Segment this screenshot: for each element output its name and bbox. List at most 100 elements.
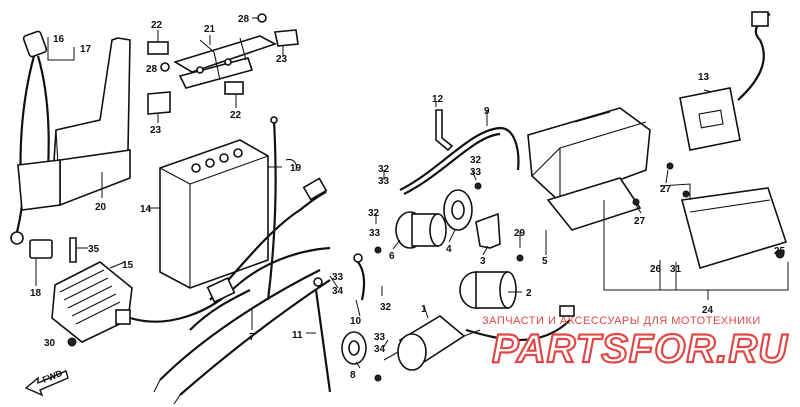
bolt — [160, 62, 170, 72]
pump-bracket — [475, 212, 501, 249]
callout-29: 29 — [514, 228, 526, 239]
callout-3: 3 — [480, 256, 486, 267]
pump-wire — [465, 319, 571, 341]
unit-connector — [751, 11, 769, 27]
callout-16: 16 — [53, 34, 65, 45]
leader-lines — [35, 17, 789, 369]
bolt — [257, 13, 267, 23]
callout-5: 5 — [542, 256, 548, 267]
bolt-head — [474, 182, 482, 190]
rubber-cushion — [274, 29, 299, 47]
callout-18: 18 — [30, 288, 42, 299]
callout-labels: 16 17 20 14 21 22 22 23 23 28 28 19 35 1… — [30, 14, 786, 381]
callout-22-top: 22 — [151, 20, 163, 31]
ignition-unit — [679, 87, 741, 151]
callout-35: 35 — [88, 244, 100, 255]
callout-25: 25 — [774, 246, 786, 257]
screw — [775, 249, 785, 259]
callout-7: 7 — [249, 332, 255, 343]
unit-wire — [737, 13, 771, 101]
bolt-head — [516, 254, 524, 262]
callout-33-e: 33 — [374, 332, 386, 343]
callout-11: 11 — [292, 330, 303, 341]
battery — [159, 139, 269, 289]
rubber-mount — [443, 189, 473, 231]
watermark-logo: PARTSFOR.RU — [492, 327, 788, 371]
fuel-tube — [399, 126, 520, 191]
callout-2: 2 — [526, 288, 532, 299]
battery-holder — [17, 37, 131, 211]
callout-33-c: 33 — [369, 228, 381, 239]
side-cover — [680, 187, 788, 270]
tube-clip — [285, 158, 297, 171]
battery-cable-assembly — [10, 30, 50, 245]
rubber-pad — [224, 81, 244, 95]
rubber-pad — [147, 41, 169, 55]
fwd-arrow-icon — [24, 370, 69, 397]
battery-box-cover — [527, 107, 651, 231]
callout-21: 21 — [204, 24, 216, 35]
callout-27-a: 27 — [660, 184, 672, 195]
regulator-rectifier — [51, 261, 133, 343]
callout-14: 14 — [140, 204, 152, 215]
callout-15: 15 — [122, 260, 134, 271]
hose-clip — [353, 253, 363, 263]
cover-bracket — [659, 183, 691, 200]
callout-28-left: 28 — [146, 64, 158, 75]
pump-connector — [559, 305, 575, 317]
fuel-tube-inner — [403, 132, 501, 195]
callout-33-d: 33 — [332, 272, 344, 283]
bolt-head — [67, 337, 77, 347]
callout-34-b: 34 — [374, 344, 386, 355]
callout-1: 1 — [421, 304, 427, 315]
watermark: ЗАПЧАСТИ И АКСЕССУАРЫ ДЛЯ МОТОТЕХНИКИ PA… — [482, 315, 788, 372]
screw — [666, 162, 674, 170]
callout-34-a: 34 — [332, 286, 344, 297]
callout-31: 31 — [670, 264, 682, 275]
callout-19: 19 — [290, 163, 302, 174]
fuel-strainer — [395, 211, 447, 249]
callout-8: 8 — [350, 370, 356, 381]
drain-hose — [357, 261, 366, 301]
callout-20: 20 — [95, 202, 107, 213]
callout-22-mid: 22 — [230, 110, 242, 121]
callout-10: 10 — [350, 316, 362, 327]
forward-direction-indicator: FWD — [24, 368, 69, 397]
callout-9: 9 — [484, 106, 490, 117]
callout-32-d: 32 — [380, 302, 392, 313]
tube-clip — [270, 116, 278, 124]
callout-24: 24 — [702, 305, 714, 316]
screw — [682, 190, 690, 198]
callout-27-b: 27 — [634, 216, 646, 227]
callout-4: 4 — [446, 244, 452, 255]
battery-band-bracket — [173, 35, 278, 89]
screw — [632, 198, 640, 206]
callout-12: 12 — [432, 94, 444, 105]
bolt — [69, 237, 77, 263]
callout-33-a: 33 — [378, 176, 390, 187]
callout-26: 26 — [650, 264, 662, 275]
callout-28-top: 28 — [238, 14, 250, 25]
callout-23-left: 23 — [150, 125, 162, 136]
callout-32-c: 32 — [368, 208, 380, 219]
fuel-pump — [383, 315, 481, 371]
callout-13: 13 — [698, 72, 710, 83]
tube-bracket — [435, 109, 454, 152]
callout-6: 6 — [389, 251, 395, 262]
callout-32-b: 32 — [470, 155, 482, 166]
callout-23-right: 23 — [276, 54, 288, 65]
watermark-caption: ЗАПЧАСТИ И АКСЕССУАРЫ ДЛЯ МОТОТЕХНИКИ — [482, 315, 761, 327]
callout-30: 30 — [44, 338, 56, 349]
relay-cushion — [29, 239, 53, 259]
callout-17: 17 — [80, 44, 92, 55]
overflow-hose — [314, 289, 332, 393]
rubber-cushion — [147, 91, 171, 115]
starter-relay — [459, 271, 517, 309]
bolt-head — [374, 374, 382, 382]
main-wire-harness — [129, 177, 331, 405]
bolt-head — [374, 246, 382, 254]
battery-breather-tube — [266, 119, 277, 301]
callout-33-b: 33 — [470, 167, 482, 178]
